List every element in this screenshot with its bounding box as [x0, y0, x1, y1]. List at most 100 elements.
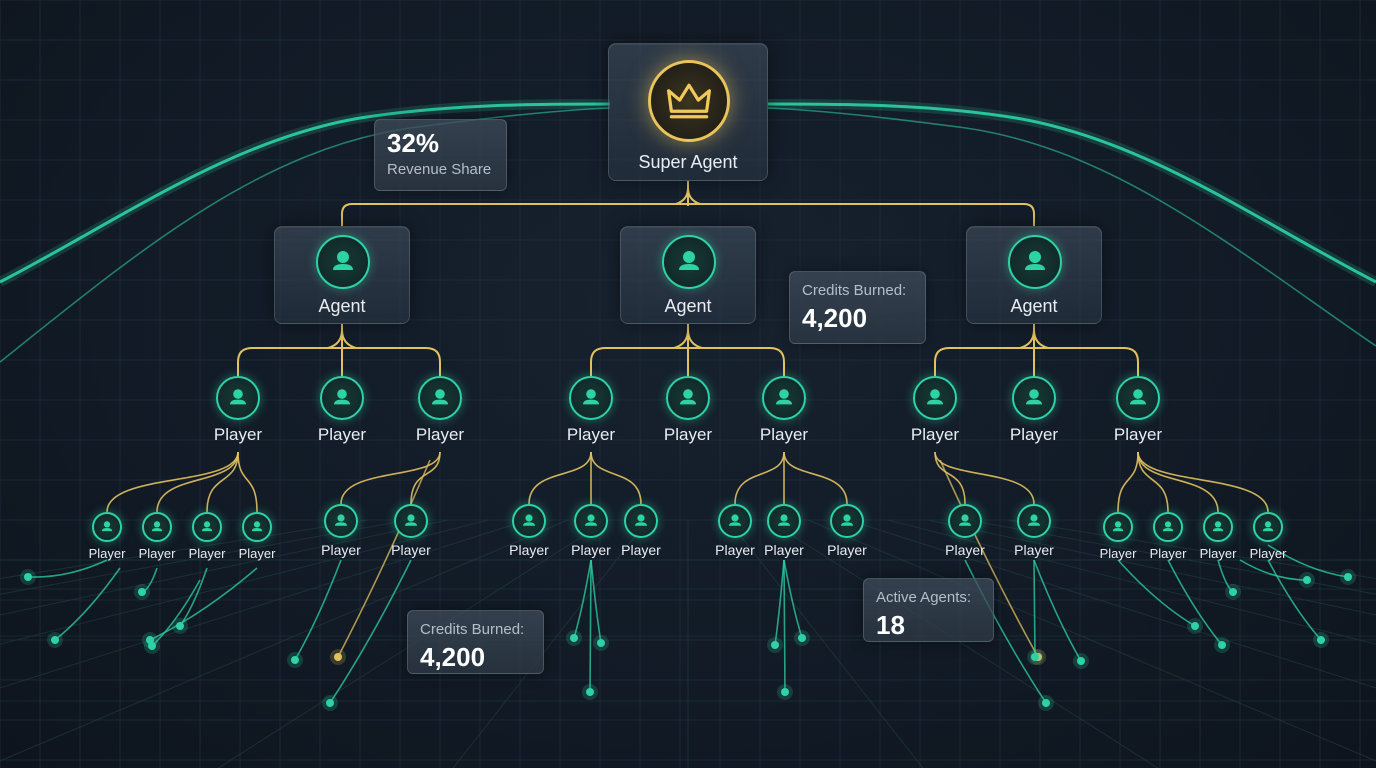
endpoint-glow — [1225, 584, 1241, 600]
tendril-line — [1267, 544, 1349, 578]
tendril-line — [329, 559, 412, 704]
credits-burned-panel-2: Credits Burned: 4,200 — [407, 610, 544, 674]
player-connector — [528, 451, 592, 505]
tendril-line — [573, 559, 592, 639]
tendril-line — [939, 459, 1039, 658]
tendril-line — [151, 579, 201, 647]
endpoint-dot — [1229, 588, 1237, 596]
agent-node-1[interactable]: Agent — [274, 226, 410, 324]
tendril-line — [1167, 559, 1223, 646]
endpoint-dot — [1077, 657, 1085, 665]
agent-connector — [590, 324, 785, 376]
player-label: Player — [213, 425, 263, 444]
endpoint-dot — [1031, 653, 1039, 661]
endpoint-dot — [798, 634, 806, 642]
glow-curve — [0, 102, 1376, 284]
player-connector — [590, 451, 642, 505]
player-connector — [1137, 451, 1269, 513]
sub-player-icon — [830, 504, 864, 538]
endpoint-glow — [566, 630, 582, 646]
sub-player-icon — [324, 504, 358, 538]
tendril-line — [1239, 559, 1308, 581]
sub-player-icon — [574, 504, 608, 538]
agent-label: Agent — [664, 296, 712, 316]
sub-player-icon — [92, 512, 122, 542]
floor-line — [0, 519, 529, 689]
endpoint-glow — [1187, 618, 1203, 634]
sub-player-label: Player — [1249, 546, 1287, 561]
player-connector — [783, 451, 848, 505]
player-connector — [340, 451, 441, 505]
sub-player-label: Player — [945, 542, 985, 558]
tendril-line — [783, 559, 803, 639]
sub-player-icon — [192, 512, 222, 542]
endpoint-glow — [1038, 695, 1054, 711]
endpoint-dot — [1191, 622, 1199, 630]
endpoint-glow — [330, 649, 346, 665]
sub-player-label: Player — [715, 542, 755, 558]
endpoint-dot — [1303, 576, 1311, 584]
agent-connector — [237, 324, 441, 376]
sub-player-icon — [1153, 512, 1183, 542]
player-connector — [410, 451, 441, 505]
tendril-line — [54, 567, 121, 641]
floor-line — [0, 519, 449, 616]
player-icon — [1012, 376, 1056, 420]
endpoint-glow — [134, 584, 150, 600]
player-label: Player — [415, 425, 465, 444]
tendril-line — [1033, 559, 1036, 658]
sub-player-icon — [394, 504, 428, 538]
sub-player-icon — [624, 504, 658, 538]
tendril-line — [27, 559, 108, 578]
sub-player-label: Player — [138, 546, 176, 561]
endpoint-dot — [138, 588, 146, 596]
player-icon — [320, 376, 364, 420]
agent-connector — [934, 324, 1139, 376]
player-connector — [237, 451, 258, 513]
player-connector — [206, 451, 239, 513]
player-icon — [1116, 376, 1160, 420]
tendril-line — [179, 567, 208, 627]
floor-line — [767, 519, 1159, 768]
endpoint-glow — [20, 569, 36, 585]
sub-player-label: Player — [621, 542, 661, 558]
player-icon — [913, 376, 957, 420]
sub-player-label: Player — [238, 546, 276, 561]
floor-line — [0, 519, 569, 762]
sub-player-label: Player — [509, 542, 549, 558]
player-connector — [934, 451, 1035, 505]
player-connector — [934, 451, 966, 505]
agent-node-2[interactable]: Agent — [620, 226, 756, 324]
player-icon — [569, 376, 613, 420]
player-connector — [1117, 451, 1139, 513]
user-icon — [1008, 235, 1062, 289]
sub-player-icon — [718, 504, 752, 538]
tendril-line — [589, 559, 592, 693]
sub-player-icon — [242, 512, 272, 542]
floor-line — [0, 519, 409, 595]
sub-player-label: Player — [1199, 546, 1237, 561]
credits-burned-panel: Credits Burned: 4,200 — [789, 271, 926, 344]
sub-player-label: Player — [1014, 542, 1054, 558]
endpoint-dot — [597, 639, 605, 647]
endpoint-glow — [1214, 637, 1230, 653]
active-agents-value: 18 — [876, 610, 905, 640]
endpoint-dot — [1218, 641, 1226, 649]
player-connector — [734, 451, 785, 505]
tendril-line — [774, 559, 785, 646]
super-agent-node[interactable]: Super Agent — [608, 43, 768, 181]
floor-line — [927, 519, 1376, 616]
endpoint-glow — [1340, 569, 1356, 585]
active-agents-panel: Active Agents: 18 — [863, 578, 994, 642]
floor-line — [847, 519, 1376, 689]
agent-node-3[interactable]: Agent — [966, 226, 1102, 324]
sub-player-label: Player — [391, 542, 431, 558]
endpoint-glow — [287, 652, 303, 668]
sub-player-icon — [142, 512, 172, 542]
sub-player-icon — [1103, 512, 1133, 542]
tendril-line — [149, 567, 258, 641]
endpoint-glow — [142, 632, 158, 648]
sub-player-label: Player — [1099, 546, 1137, 561]
sub-player-label: Player — [188, 546, 226, 561]
